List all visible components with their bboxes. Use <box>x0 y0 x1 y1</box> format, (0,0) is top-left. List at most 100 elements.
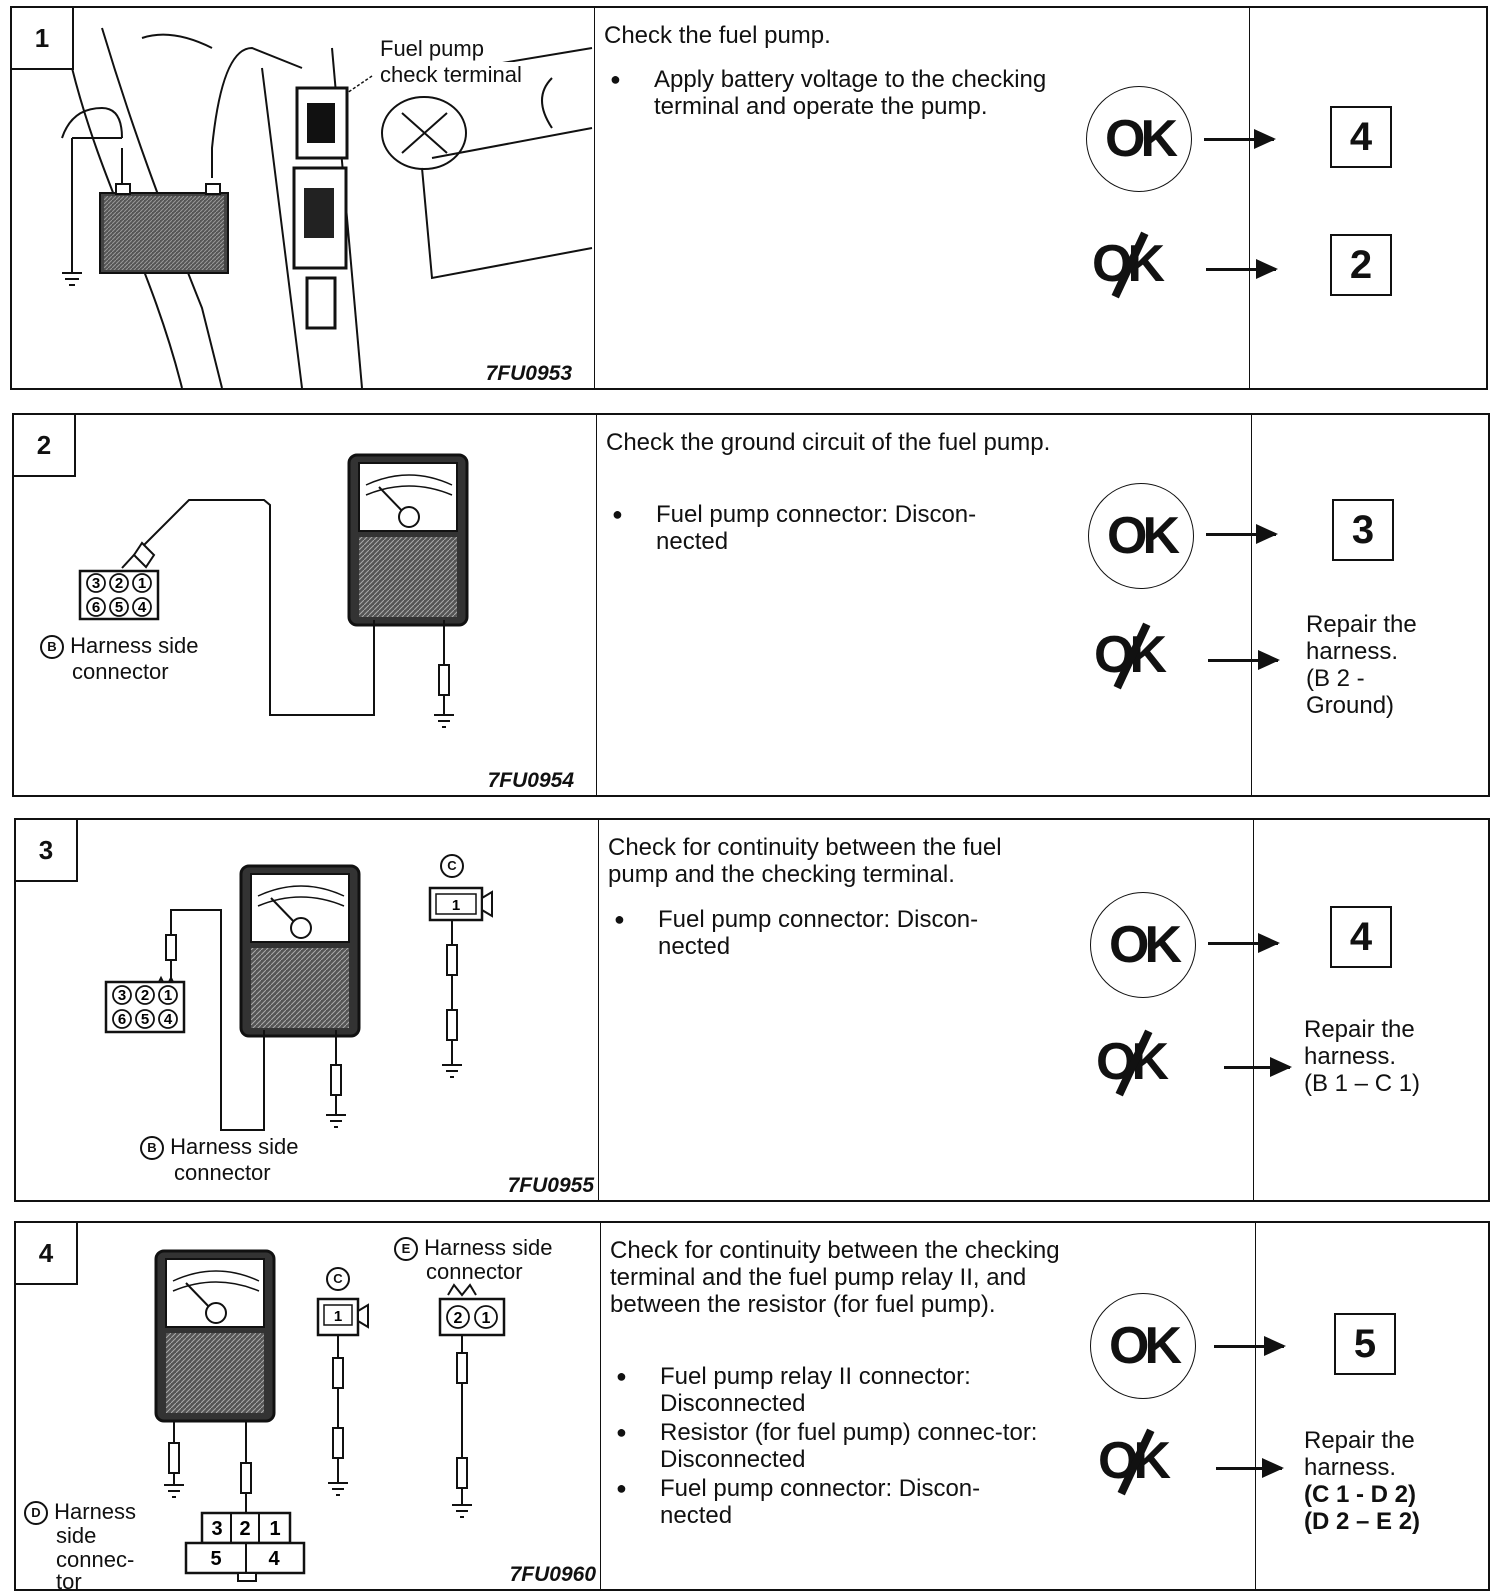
pin-label: 6 <box>118 1011 126 1028</box>
repair-note: Repair the harness. (C 1 - D 2) (D 2 – E… <box>1304 1427 1421 1535</box>
step-title: Check for continuity between the checkin… <box>610 1237 1060 1318</box>
fuel-pump-label: Fuel pump <box>380 36 484 61</box>
pin-label: 1 <box>138 575 146 592</box>
step-bullets: Apply battery voltage to the checking te… <box>604 66 1064 122</box>
step-3: 3 <box>14 818 1490 1202</box>
pin-label: 5 <box>210 1548 221 1570</box>
harness-connector-e-label-2: connector <box>426 1259 523 1284</box>
step-number: 1 <box>12 8 74 70</box>
repair-note: Repair the harness. (B 2 - Ground) <box>1306 611 1417 719</box>
pin-label: 6 <box>92 599 100 616</box>
step-1-text: Check the fuel pump. Apply battery volta… <box>594 8 1278 388</box>
connector-letter-badge: B <box>140 1136 164 1161</box>
pin-label: 2 <box>141 987 149 1004</box>
step-2: 2 <box>12 413 1490 797</box>
pin-label: 2 <box>239 1518 250 1540</box>
ok-arrow <box>1204 129 1276 149</box>
step-4-text: Check for continuity between the checkin… <box>600 1223 1286 1589</box>
check-terminal-label: check terminal <box>380 62 522 87</box>
step-bullets: Fuel pump connector: Discon-nected <box>606 501 1066 557</box>
pin-label: 1 <box>334 1308 342 1325</box>
harness-connector-d-label: D Harness <box>24 1499 136 1526</box>
step-2-figure: 2 <box>14 415 597 795</box>
harness-connector-label-2: connector <box>174 1160 271 1185</box>
pin-label: 3 <box>211 1518 222 1540</box>
ok-badge: OK <box>1090 892 1196 998</box>
ng-arrow <box>1224 1057 1292 1077</box>
bullet-item: Apply battery voltage to the checking te… <box>604 66 1064 120</box>
pin-label: 1 <box>164 987 172 1004</box>
ng-badge: OK <box>1096 1029 1169 1097</box>
step-number: 3 <box>16 820 78 882</box>
goto-step-box: 4 <box>1330 106 1392 168</box>
ground-circuit-diagram: 3 2 1 6 5 4 <box>78 453 469 728</box>
pin-label: 4 <box>268 1548 280 1570</box>
figure-code: 7FU0954 <box>487 769 574 792</box>
fuel-pump-check-illustration <box>61 27 593 388</box>
connector-c-badge: C <box>440 854 464 878</box>
ng-badge: OK <box>1098 1428 1171 1496</box>
pin-label: 1 <box>452 897 460 914</box>
connector-d-badge: D <box>24 1501 48 1526</box>
pin-label: 4 <box>138 599 147 616</box>
relay-continuity-diagram: 1 2 1 3 2 1 5 4 <box>154 1249 506 1582</box>
step-bullets: Fuel pump connector: Discon-nected <box>608 906 1068 962</box>
harness-connector-label-2: connector <box>72 659 169 684</box>
step-3-figure: 3 <box>16 820 599 1200</box>
bullet-item: Fuel pump relay II connector: Disconnect… <box>610 1363 1040 1417</box>
ok-badge: OK <box>1088 483 1194 589</box>
step-title: Check for continuity between the fuel pu… <box>608 834 1002 888</box>
harness-connector-d-label-2: side <box>56 1523 97 1548</box>
harness-connector-d-label-4: tor <box>56 1569 82 1589</box>
pin-label: 3 <box>118 987 126 1004</box>
bullet-item: Resistor (for fuel pump) connec-tor: Dis… <box>610 1419 1040 1473</box>
ng-arrow <box>1208 650 1280 670</box>
bullet-item: Fuel pump connector: Discon-nected <box>610 1475 1040 1529</box>
pin-label: 2 <box>454 1310 463 1327</box>
step-1: 1 <box>10 6 1488 390</box>
bullet-item: Fuel pump connector: Discon-nected <box>606 501 1016 555</box>
repair-note: Repair the harness. (B 1 – C 1) <box>1304 1016 1421 1097</box>
figure-code: 7FU0960 <box>509 1563 596 1586</box>
ok-arrow <box>1214 1336 1286 1356</box>
step-title: Check the fuel pump. <box>604 22 831 49</box>
step-number: 2 <box>14 415 76 477</box>
step-3-text: Check for continuity between the fuel pu… <box>598 820 1292 1200</box>
goto-step-box: 4 <box>1330 906 1392 968</box>
step-title: Check the ground circuit of the fuel pum… <box>606 429 1051 456</box>
pin-label: 3 <box>92 575 100 592</box>
ng-arrow <box>1216 1458 1284 1478</box>
step-4: 4 <box>14 1221 1490 1591</box>
harness-connector-d-label-3: connec- <box>56 1547 135 1572</box>
ng-arrow <box>1206 259 1278 279</box>
step-1-figure: 1 <box>12 8 595 388</box>
pin-label: 1 <box>482 1310 491 1327</box>
goto-step-box: 2 <box>1330 234 1392 296</box>
connector-letter-badge: B <box>40 635 64 660</box>
pin-label: 5 <box>115 599 123 616</box>
goto-step-box: 3 <box>1332 499 1394 561</box>
harness-connector-label: B Harness side <box>40 633 199 660</box>
pin-label: 1 <box>269 1518 280 1540</box>
step-number: 4 <box>16 1223 78 1285</box>
ok-arrow <box>1206 524 1278 544</box>
ng-badge: OK <box>1094 622 1167 690</box>
step-bullets: Fuel pump relay II connector: Disconnect… <box>610 1363 1070 1531</box>
step-3-results: 4 Repair the harness. (B 1 – C 1) <box>1253 820 1488 1200</box>
harness-connector-e-label: E Harness side <box>394 1235 553 1262</box>
connector-c-badge: C <box>326 1267 350 1291</box>
figure-code: 7FU0953 <box>485 362 572 385</box>
step-4-figure: 4 <box>16 1223 601 1589</box>
ok-badge: OK <box>1090 1293 1196 1399</box>
harness-connector-label: B Harness side <box>140 1134 299 1161</box>
bullet-item: Fuel pump connector: Discon-nected <box>608 906 1018 960</box>
figure-code: 7FU0955 <box>507 1174 594 1197</box>
ng-badge: OK <box>1092 231 1165 299</box>
pin-label: 2 <box>115 575 123 592</box>
goto-step-box: 5 <box>1334 1313 1396 1375</box>
step-4-results: 5 Repair the harness. (C 1 - D 2) (D 2 –… <box>1255 1223 1488 1589</box>
ok-badge: OK <box>1086 86 1192 192</box>
step-2-text: Check the ground circuit of the fuel pum… <box>596 415 1280 795</box>
step-2-results: 3 Repair the harness. (B 2 - Ground) <box>1251 415 1488 795</box>
pin-label: 5 <box>141 1011 149 1028</box>
